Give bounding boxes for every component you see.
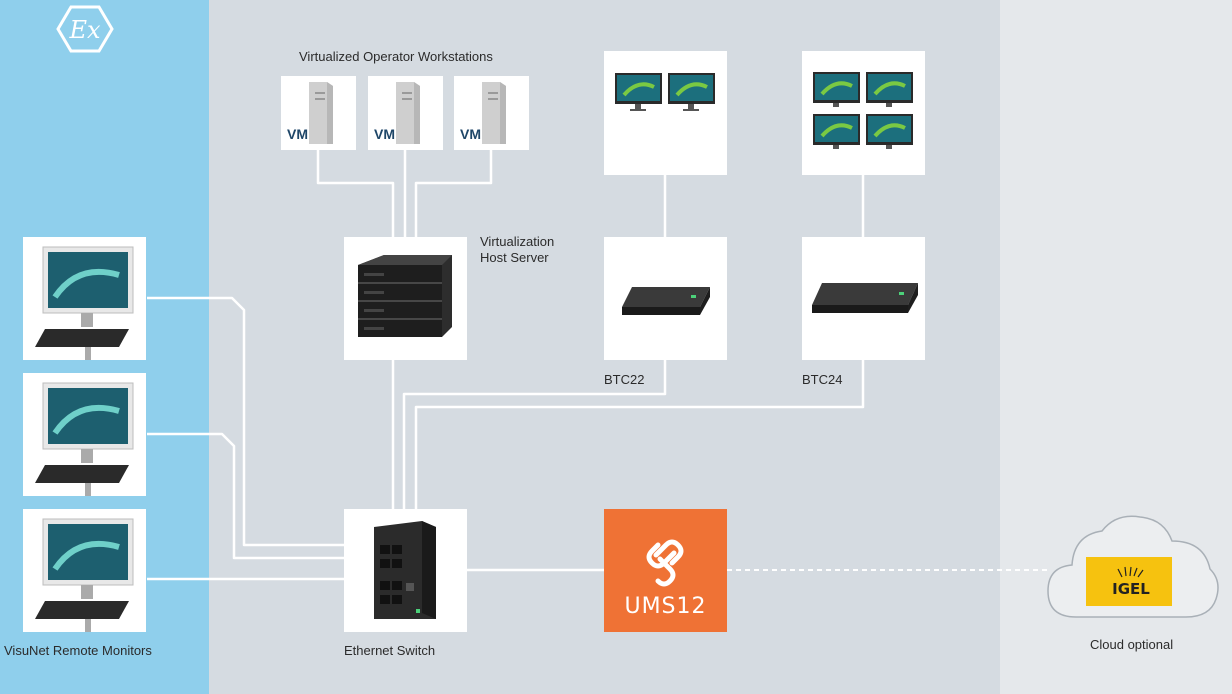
dual-monitor-icon xyxy=(615,73,715,111)
ums12-card: UMS12 xyxy=(604,509,727,632)
ethernet-switch-card xyxy=(344,509,467,632)
visunet-terminal-icon xyxy=(35,518,134,632)
btc22-label: BTC22 xyxy=(604,372,645,387)
vm-label: VM xyxy=(460,126,481,142)
vm-card-1: VM xyxy=(281,76,356,150)
thin-client-box-icon xyxy=(622,287,710,315)
switch-device-icon xyxy=(374,521,436,619)
igel-sunburst-icon: IGEL xyxy=(1112,566,1150,598)
link-vm3-host xyxy=(414,150,493,237)
link-btc22-switch xyxy=(402,360,667,510)
ex-hexagon-logo: Ex xyxy=(56,4,114,59)
vm-label: VM xyxy=(287,126,308,142)
btc24-label: BTC24 xyxy=(802,372,843,387)
link-vm1-host xyxy=(316,150,395,237)
ums-label: UMS12 xyxy=(624,594,706,619)
ethernet-switch-label: Ethernet Switch xyxy=(344,643,436,658)
server-tower-icon xyxy=(309,82,333,144)
vm-card-3: VM xyxy=(454,76,529,150)
igel-label: IGEL xyxy=(1112,580,1150,598)
btc24-device-card xyxy=(802,237,925,360)
host-server-label-line1: Virtualization xyxy=(480,234,555,249)
virtualized-workstations-label: Virtualized Operator Workstations xyxy=(299,49,493,64)
visunet-terminal-icon xyxy=(35,382,134,496)
rack-server-icon xyxy=(358,255,452,337)
link-monitor2-switch xyxy=(147,432,345,560)
btc24-monitor-card xyxy=(802,51,925,175)
vm-card-2: VM xyxy=(368,76,443,150)
host-server-card xyxy=(344,237,467,360)
visunet-terminal-icon xyxy=(35,246,134,360)
thin-client-box-icon xyxy=(812,283,918,313)
ex-symbol: Ex xyxy=(68,16,101,44)
visunet-monitor-1 xyxy=(23,237,146,360)
host-server-label-line2: Host Server xyxy=(480,250,549,265)
cloud-optional-label: Cloud optional xyxy=(1090,637,1174,652)
server-tower-icon xyxy=(482,82,506,144)
igel-logo: IGEL xyxy=(1086,557,1172,606)
ums-logo-icon: UMS12 xyxy=(624,539,706,619)
btc22-device-card xyxy=(604,237,727,360)
server-tower-icon xyxy=(396,82,420,144)
visunet-monitor-2 xyxy=(23,373,146,496)
vm-label: VM xyxy=(374,126,395,142)
visunet-monitors-label: VisuNet Remote Monitors xyxy=(4,643,152,658)
quad-monitor-icon xyxy=(813,72,913,149)
btc22-monitor-card xyxy=(604,51,727,175)
link-btc24-switch xyxy=(414,360,865,510)
visunet-monitor-3 xyxy=(23,509,146,632)
link-monitor1-switch xyxy=(147,296,345,547)
